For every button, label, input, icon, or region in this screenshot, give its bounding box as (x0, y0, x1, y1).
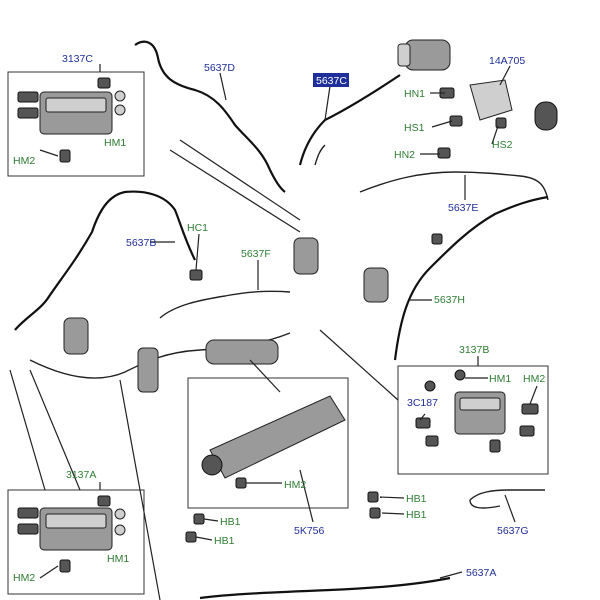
reservoir-canister (534, 101, 558, 131)
label-5637E: 5637E (448, 202, 478, 214)
pipe-5637E (359, 171, 549, 201)
air-spring-front-left (293, 237, 319, 275)
label-HS1: HS1 (404, 122, 425, 134)
label-3137A: 3137A (66, 469, 96, 481)
bracket-14A705 (469, 79, 513, 121)
label-5K756: 5K756 (294, 525, 325, 537)
label-HB1-right-b: HB1 (406, 509, 427, 521)
label-HM2-3137B: HM2 (523, 373, 545, 385)
label-HM1-3137B: HM1 (489, 373, 511, 385)
pipe-5637H (393, 195, 549, 361)
compressor-5K756 (187, 339, 349, 509)
pipe-5637D (134, 40, 286, 193)
label-HN1-top: HN1 (404, 88, 425, 100)
label-HB1-left-b: HB1 (214, 535, 235, 547)
label-HS2: HS2 (492, 139, 513, 151)
label-14A705: 14A705 (489, 55, 525, 67)
pipe-5637G (469, 489, 545, 501)
air-tank (404, 39, 451, 71)
label-5637G: 5637G (497, 525, 529, 537)
label-HC1: HC1 (187, 222, 208, 234)
air-spring-front-right (363, 267, 389, 303)
label-5637D: 5637D (204, 62, 235, 74)
label-5637C-highlighted: 5637C (316, 75, 347, 87)
label-HM2-compressor: HM2 (284, 479, 306, 491)
label-HN2-top: HN2 (394, 149, 415, 161)
label-5637B: 5637B (126, 237, 156, 249)
leader-lines (9, 64, 538, 600)
air-spring-rear-left (63, 317, 89, 355)
valve-block-assembly-3137A (7, 489, 145, 595)
assembly-frame-3137C (7, 71, 145, 177)
part-labels: 3137C 5637D 5637C 14A705 HN1 HS1 HS2 HN2… (13, 53, 545, 584)
label-3C187: 3C187 (407, 397, 438, 409)
label-3137B: 3137B (459, 344, 489, 356)
label-HB1-left-a: HB1 (220, 516, 241, 528)
strut-rear-left (137, 347, 159, 393)
pipe-5637A (199, 576, 451, 600)
central-components (63, 39, 558, 543)
assembly-frame-3137A (7, 489, 145, 595)
label-3137C: 3137C (62, 53, 93, 65)
label-HB1-right-a: HB1 (406, 493, 427, 505)
label-HM1-3137A: HM1 (107, 553, 129, 565)
label-HM2-3137C: HM2 (13, 155, 35, 167)
pipe-5637F (159, 290, 291, 319)
valve-block-assembly-3137C (7, 71, 145, 177)
label-HM2-3137A: HM2 (13, 572, 35, 584)
pipe-5637C (298, 74, 401, 166)
label-5637H: 5637H (434, 294, 465, 306)
compressor-small-view (205, 339, 279, 365)
pipe-5637B (14, 190, 196, 331)
label-5637A: 5637A (466, 567, 496, 579)
label-HM1-3137C: HM1 (104, 137, 126, 149)
valve-block-assembly-3137B (397, 365, 549, 475)
label-5637F: 5637F (241, 248, 271, 260)
assembly-frame-3137B (397, 365, 549, 475)
highlight-box-5637C (313, 73, 349, 87)
